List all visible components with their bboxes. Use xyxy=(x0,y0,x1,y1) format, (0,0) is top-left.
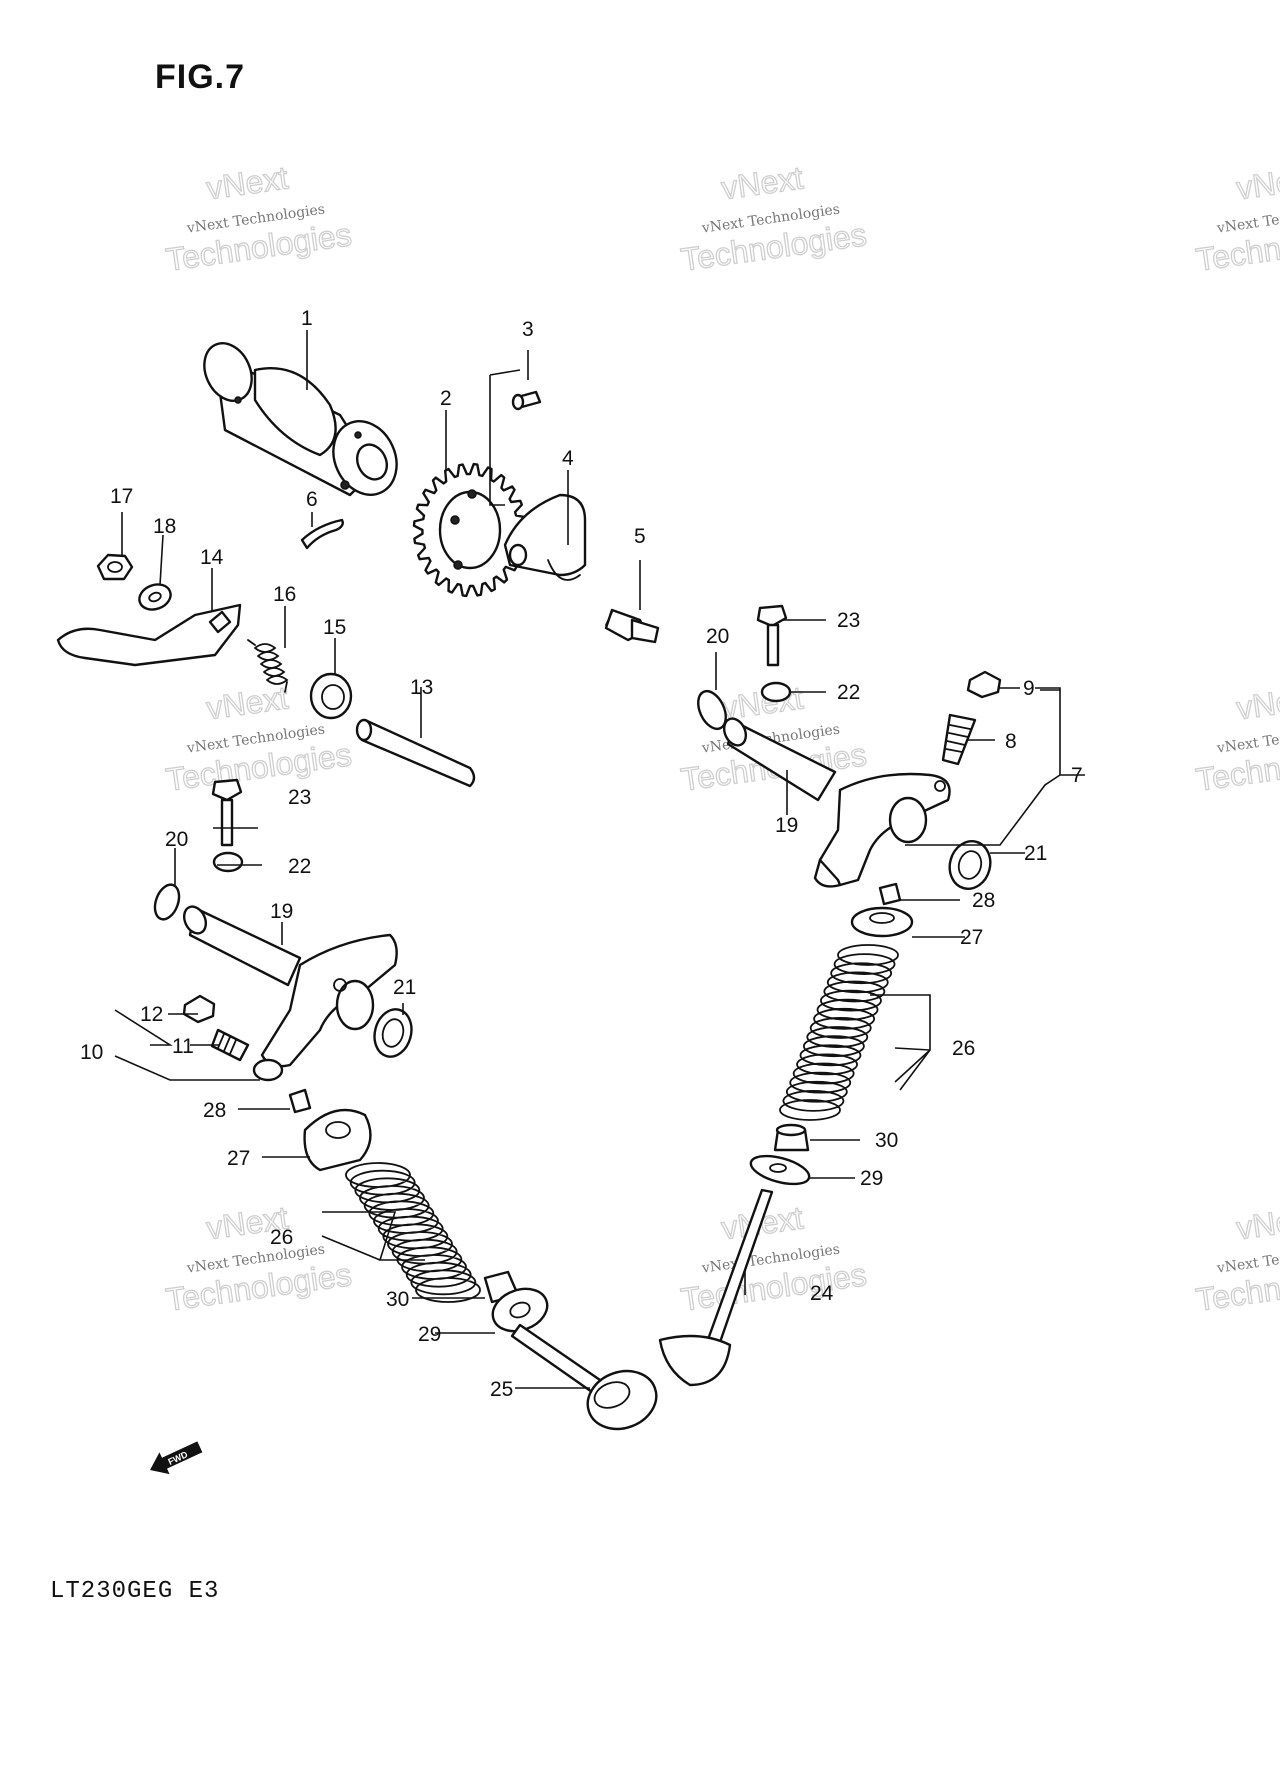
callout-15-label: 15 xyxy=(323,616,346,639)
callout-19-left-label: 19 xyxy=(270,900,293,923)
callout-22-left-label: 22 xyxy=(288,855,311,878)
fwd-arrow-icon: FWD xyxy=(150,1441,203,1475)
adjust-screw-left-part xyxy=(210,1028,250,1062)
cotter-right-part xyxy=(878,882,902,906)
model-code: LT230GEG E3 xyxy=(50,1578,220,1605)
rocker-arm-left-part xyxy=(252,933,398,1082)
callout-13-label: 13 xyxy=(410,676,433,699)
washer-left-part xyxy=(212,851,244,873)
callout-19-right-label: 19 xyxy=(775,814,798,837)
callout-29-right-label: 29 xyxy=(860,1167,883,1190)
callout-7-label: 7 xyxy=(1071,764,1083,787)
watermark-large: Techn xyxy=(1194,750,1280,798)
spring-retainer-left-part xyxy=(303,1108,372,1172)
rocker-shaft-right-part xyxy=(722,717,837,802)
cam-sprocket-part xyxy=(412,462,528,598)
watermark-large: Techn xyxy=(1194,1270,1280,1318)
callout-30-left-label: 30 xyxy=(386,1288,409,1311)
o-ring-right-part xyxy=(697,689,727,731)
callout-10-label: 10 xyxy=(80,1041,103,1064)
intake-valve-part xyxy=(658,1188,774,1387)
callout-27-right-label: 27 xyxy=(960,926,983,949)
bolt-left-part xyxy=(211,778,243,847)
decomp-lever-part xyxy=(56,603,242,667)
callout-1-label: 1 xyxy=(301,307,313,330)
rocker-shaft-left-part xyxy=(182,905,302,987)
watermark-large: vNext xyxy=(204,679,290,726)
adjust-nut-left-part xyxy=(182,994,216,1024)
washer-part xyxy=(138,583,172,611)
watermark-large: vNext xyxy=(204,159,290,206)
washer-right-part xyxy=(760,681,792,703)
rocker-arm-right-part xyxy=(813,772,951,888)
callout-25-label: 25 xyxy=(490,1378,513,1401)
callout-23-left-label: 23 xyxy=(288,786,311,809)
valve-seal-right-part xyxy=(773,1123,810,1152)
oil-seal-part xyxy=(309,672,353,720)
callout-21-right-label: 21 xyxy=(1024,842,1047,865)
callout-30-right-label: 30 xyxy=(875,1129,898,1152)
callout-29-left-label: 29 xyxy=(418,1323,441,1346)
decompression-plate-part xyxy=(503,493,587,581)
o-ring-left-part xyxy=(153,883,181,921)
callout-12-label: 12 xyxy=(140,1003,163,1026)
watermark-large: vNext xyxy=(1234,1199,1280,1246)
callout-20-left-label: 20 xyxy=(165,828,188,851)
o-ring-21-right-part xyxy=(948,840,992,890)
watermark-large: vNext xyxy=(1234,159,1280,206)
callout-4-label: 4 xyxy=(562,447,574,470)
callout-28-right-label: 28 xyxy=(972,889,995,912)
camshaft-part xyxy=(203,342,398,497)
callout-labels: 1 2 3 4 5 6 17 18 14 16 15 13 23 22 20 9… xyxy=(80,307,1083,1401)
callout-23-right-label: 23 xyxy=(837,609,860,632)
clip-part xyxy=(300,518,344,550)
callout-24-label: 24 xyxy=(810,1282,834,1305)
dowel-pin-part xyxy=(511,390,542,411)
callout-22-right-label: 22 xyxy=(837,681,860,704)
callout-11-label: 11 xyxy=(172,1035,194,1058)
valve-spring-right-part xyxy=(779,944,899,1121)
callout-26-right-label: 26 xyxy=(952,1037,975,1060)
watermark-large: vNext xyxy=(1234,679,1280,726)
callout-5-label: 5 xyxy=(634,525,646,548)
nut-part xyxy=(96,553,134,581)
exhaust-valve-part xyxy=(510,1323,658,1431)
sprocket-bolt-part xyxy=(604,608,660,644)
callout-6-label: 6 xyxy=(306,488,318,511)
leader-lines xyxy=(114,330,1085,1389)
callout-28-left-label: 28 xyxy=(203,1099,226,1122)
callout-14-label: 14 xyxy=(200,546,224,569)
callout-9-label: 9 xyxy=(1023,677,1035,700)
callout-17-label: 17 xyxy=(110,485,133,508)
spring-seat-right-part xyxy=(749,1154,811,1186)
callout-21-left-label: 21 xyxy=(393,976,416,999)
cotter-left-part xyxy=(288,1088,312,1114)
callout-26-left-label: 26 xyxy=(270,1226,293,1249)
valve-spring-left-part xyxy=(345,1162,481,1303)
figure-title: FIG.7 xyxy=(155,58,246,96)
callout-3-label: 3 xyxy=(522,318,534,341)
watermark-large: Techn xyxy=(1194,230,1280,278)
callout-8-label: 8 xyxy=(1005,730,1017,753)
adjust-nut-right-part xyxy=(966,670,1002,699)
watermark-large: vNext xyxy=(719,159,805,206)
decomp-shaft-part xyxy=(355,718,476,788)
callout-27-left-label: 27 xyxy=(227,1147,250,1170)
callout-2-label: 2 xyxy=(440,387,452,410)
callout-20-right-label: 20 xyxy=(706,625,729,648)
callout-18-label: 18 xyxy=(153,515,176,538)
callout-16-label: 16 xyxy=(273,583,296,606)
spring-retainer-right-part xyxy=(850,906,914,938)
o-ring-21-left-part xyxy=(373,1008,413,1058)
decomp-spring-part xyxy=(247,639,289,693)
bolt-right-part xyxy=(756,604,788,667)
adjust-screw-right-part xyxy=(941,713,977,766)
